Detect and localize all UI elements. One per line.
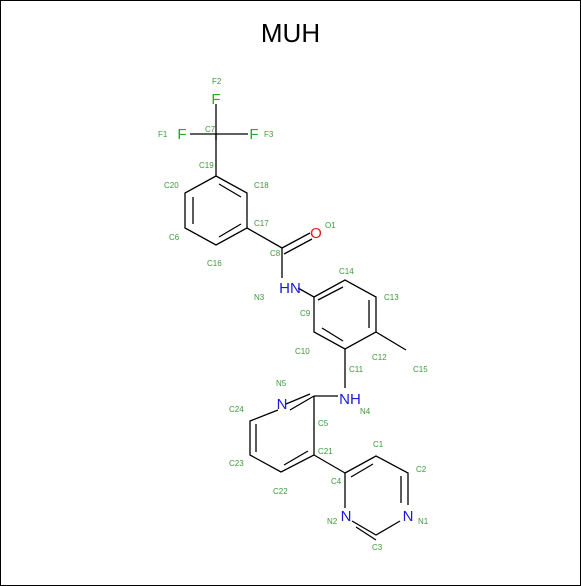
label-N3: N3 — [254, 293, 265, 302]
label-C18: C18 — [254, 181, 269, 190]
label-C14: C14 — [339, 267, 354, 276]
bond-N2-C3-N1 — [351, 520, 401, 536]
label-C3: C3 — [372, 543, 383, 552]
atom-symbol-N4: NH — [339, 391, 361, 408]
label-C17: C17 — [254, 219, 269, 228]
label-C5: C5 — [318, 419, 329, 428]
bond-double-C10-C11 — [321, 327, 344, 342]
atom-symbol-N1: N — [403, 508, 414, 525]
bond-double-C9-C14 — [317, 286, 344, 301]
atom-symbol-F2: F — [211, 91, 220, 108]
atom-symbol-N2: N — [341, 508, 352, 525]
label-F3: F3 — [264, 130, 274, 139]
label-F1: F1 — [158, 130, 168, 139]
label-C22: C22 — [273, 487, 288, 496]
bond-C5-N5-path — [289, 395, 315, 411]
label-C19: C19 — [199, 161, 214, 170]
label-C1: C1 — [373, 440, 384, 449]
label-C23: C23 — [229, 459, 244, 468]
label-C12: C12 — [372, 353, 387, 362]
bond-C17-C8 — [246, 227, 283, 249]
bond-double-N2-C3 — [355, 526, 377, 541]
bond-double-C16-C17 — [218, 223, 242, 238]
ring-pyrimidine-top — [344, 455, 409, 505]
bond-C12-C15 — [375, 331, 407, 351]
label-C7: C7 — [205, 125, 216, 134]
atom-symbol-N5: N — [277, 396, 288, 413]
bond-C8-O1-double — [283, 238, 313, 255]
element-symbols: F F F O HN N NH N N — [177, 91, 413, 525]
label-N4: N4 — [360, 407, 371, 416]
label-C16: C16 — [207, 259, 222, 268]
bond-double-N5-C5 — [285, 393, 311, 405]
molecule-title: MUH — [260, 18, 321, 48]
bond-N3-C9 — [297, 287, 315, 298]
label-C11: C11 — [349, 365, 364, 374]
label-O1: O1 — [325, 221, 336, 230]
ring-pyridine — [249, 396, 315, 473]
label-F2: F2 — [212, 77, 222, 86]
label-N5: N5 — [276, 379, 287, 388]
bond-double-C19-C18 — [218, 183, 242, 198]
label-C21: C21 — [318, 447, 333, 456]
label-C9: C9 — [300, 309, 311, 318]
label-N2: N2 — [327, 517, 338, 526]
ring-benzoyl — [184, 175, 248, 246]
bond-double-C22-C21 — [283, 450, 309, 466]
label-C13: C13 — [384, 293, 399, 302]
atom-labels: F2 F1 F3 C7 C19 C20 C18 C17 O1 C6 C16 C8… — [158, 77, 429, 552]
atom-symbol-O1: O — [310, 225, 322, 242]
atom-symbol-N3: HN — [279, 280, 301, 297]
label-C4: C4 — [331, 477, 342, 486]
ring-aniline — [313, 279, 377, 350]
atom-symbol-F3: F — [249, 126, 258, 143]
label-C20: C20 — [164, 181, 179, 190]
label-N1: N1 — [418, 517, 429, 526]
bond-layer — [184, 104, 409, 541]
label-C2: C2 — [416, 465, 427, 474]
label-C6: C6 — [169, 233, 180, 242]
bond-C8-O1 — [281, 232, 311, 249]
atom-symbol-F1: F — [177, 126, 186, 143]
bond-double-C4-C1 — [350, 463, 374, 478]
label-C10: C10 — [295, 347, 310, 356]
label-C8: C8 — [270, 249, 281, 258]
label-C15: C15 — [413, 365, 428, 374]
label-C24: C24 — [229, 405, 244, 414]
bond-C21-C4 — [313, 454, 346, 474]
